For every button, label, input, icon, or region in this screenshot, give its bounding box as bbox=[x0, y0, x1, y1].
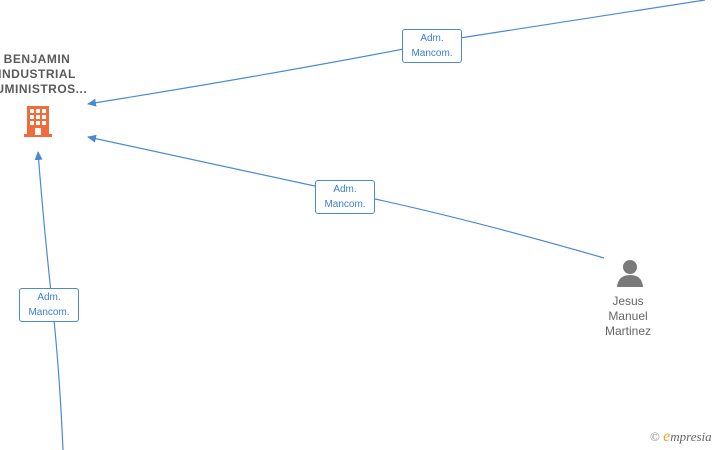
brand-name: mpresia bbox=[670, 429, 712, 444]
edge-label-bottom[interactable]: Adm. Mancom. bbox=[19, 288, 79, 322]
edge-label-middle-line-2: Mancom. bbox=[324, 199, 366, 210]
edge-label-top[interactable]: Adm. Mancom. bbox=[402, 29, 462, 63]
empresia-watermark: © empresia bbox=[650, 428, 712, 446]
edge-label-middle[interactable]: Adm. Mancom. bbox=[315, 180, 375, 214]
copyright-symbol: © bbox=[650, 429, 660, 444]
building-icon[interactable] bbox=[24, 104, 54, 138]
edge-label-top-line-1: Adm. bbox=[420, 33, 444, 44]
edge-label-top-line-2: Mancom. bbox=[411, 48, 453, 59]
edge-label-middle-line-1: Adm. bbox=[333, 184, 357, 195]
edge-label-bottom-line-2: Mancom. bbox=[28, 307, 70, 318]
person-name-line-3: Martinez bbox=[604, 324, 651, 338]
edge-top-line bbox=[87, 0, 706, 107]
person-name[interactable]: Jesus Manuel Martinez bbox=[588, 294, 668, 339]
person-name-line-2: Manuel bbox=[608, 309, 648, 323]
company-name[interactable]: BENJAMIN INDUSTRIAL SUMINISTROS... bbox=[0, 52, 96, 97]
company-name-line-3: SUMINISTROS... bbox=[0, 82, 88, 96]
edge-label-bottom-line-1: Adm. bbox=[37, 292, 61, 303]
brand-initial: e bbox=[663, 428, 671, 445]
company-name-line-2: INDUSTRIAL bbox=[0, 67, 76, 81]
person-name-line-1: Jesus bbox=[612, 294, 644, 308]
person-icon[interactable] bbox=[615, 258, 645, 288]
company-name-line-1: BENJAMIN bbox=[3, 52, 71, 66]
